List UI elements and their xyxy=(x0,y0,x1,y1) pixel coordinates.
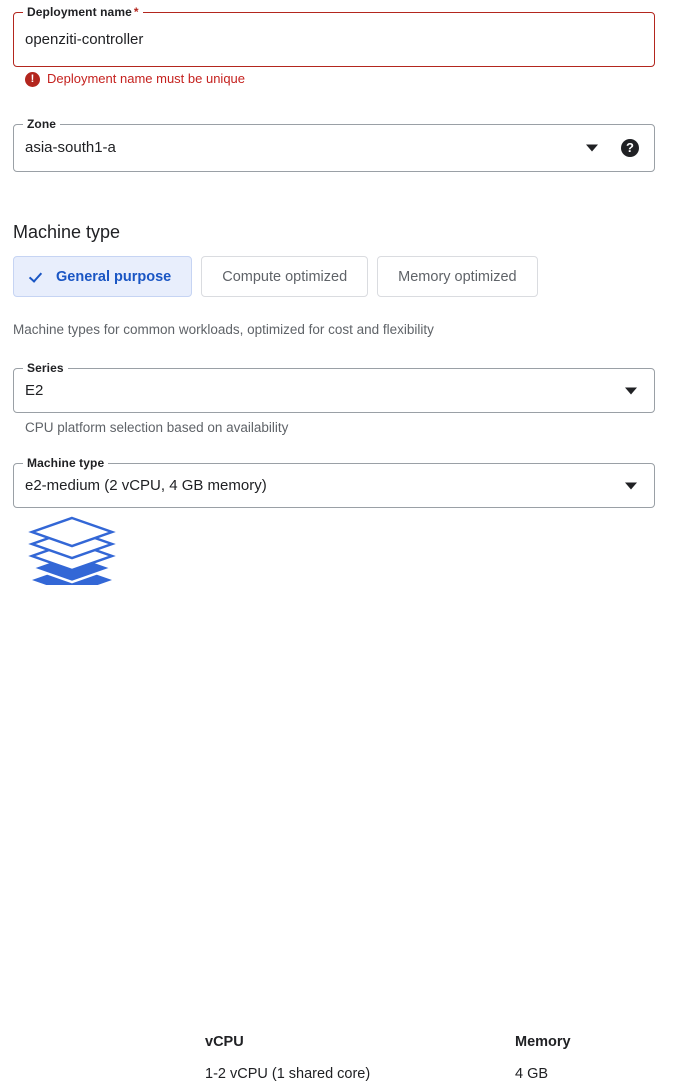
spec-column-vcpu: vCPU 1-2 vCPU (1 shared core) xyxy=(205,1033,370,1083)
spec-memory-value: 4 GB xyxy=(515,1066,549,1082)
toggle-compute-optimized[interactable]: Compute optimized xyxy=(201,256,369,297)
chevron-down-icon[interactable] xyxy=(586,144,598,152)
chevron-down-icon[interactable] xyxy=(625,482,637,489)
spec-column-memory: Memory 4 GB xyxy=(515,1033,571,1083)
error-exclamation-icon: ! xyxy=(25,71,40,87)
toggle-memory-optimized-label: Memory optimized xyxy=(398,268,517,285)
deployment-name-error: ! Deployment name must be unique xyxy=(25,71,245,87)
machine-type-section-title: Machine type xyxy=(13,222,121,242)
toggle-general-purpose-label: General purpose xyxy=(56,268,172,285)
spec-memory-header: Memory xyxy=(515,1034,571,1050)
required-asterisk: * xyxy=(133,5,139,19)
series-selected-value: E2 xyxy=(25,381,44,399)
machine-type-field[interactable]: Machine type e2-medium (2 vCPU, 4 GB mem… xyxy=(13,456,655,508)
toggle-memory-optimized[interactable]: Memory optimized xyxy=(377,256,538,297)
machine-type-label: Machine type xyxy=(23,456,109,470)
toggle-general-purpose[interactable]: General purpose xyxy=(13,256,193,297)
series-label: Series xyxy=(23,361,68,375)
check-icon xyxy=(30,269,46,285)
toggle-compute-optimized-label: Compute optimized xyxy=(222,268,348,285)
help-question-icon[interactable]: ? xyxy=(621,139,639,157)
zone-field[interactable]: Zone asia-south1-a ? xyxy=(13,117,655,172)
series-field[interactable]: Series E2 xyxy=(13,361,655,413)
deployment-name-input-value[interactable]: openziti-controller xyxy=(25,30,144,48)
deployment-name-label-text: Deployment name xyxy=(27,5,132,19)
chevron-down-icon[interactable] xyxy=(625,387,637,394)
zone-selected-value: asia-south1-a xyxy=(25,139,116,156)
deployment-name-label: Deployment name* xyxy=(23,5,143,19)
machine-family-toggle-group[interactable]: General purpose Compute optimized Memory… xyxy=(13,256,538,297)
deployment-name-field[interactable]: Deployment name* openziti-controller xyxy=(13,5,655,67)
series-hint: CPU platform selection based on availabi… xyxy=(25,420,289,435)
machine-spec-summary: vCPU 1-2 vCPU (1 shared core) Memory 4 G… xyxy=(0,514,680,1082)
zone-label: Zone xyxy=(23,117,61,131)
spec-vcpu-header: vCPU xyxy=(205,1034,244,1050)
machine-family-hint: Machine types for common workloads, opti… xyxy=(13,322,434,337)
deployment-name-error-text: Deployment name must be unique xyxy=(47,71,246,86)
machine-type-selected-value: e2-medium (2 vCPU, 4 GB memory) xyxy=(25,476,267,494)
spec-vcpu-value: 1-2 vCPU (1 shared core) xyxy=(205,1066,371,1082)
